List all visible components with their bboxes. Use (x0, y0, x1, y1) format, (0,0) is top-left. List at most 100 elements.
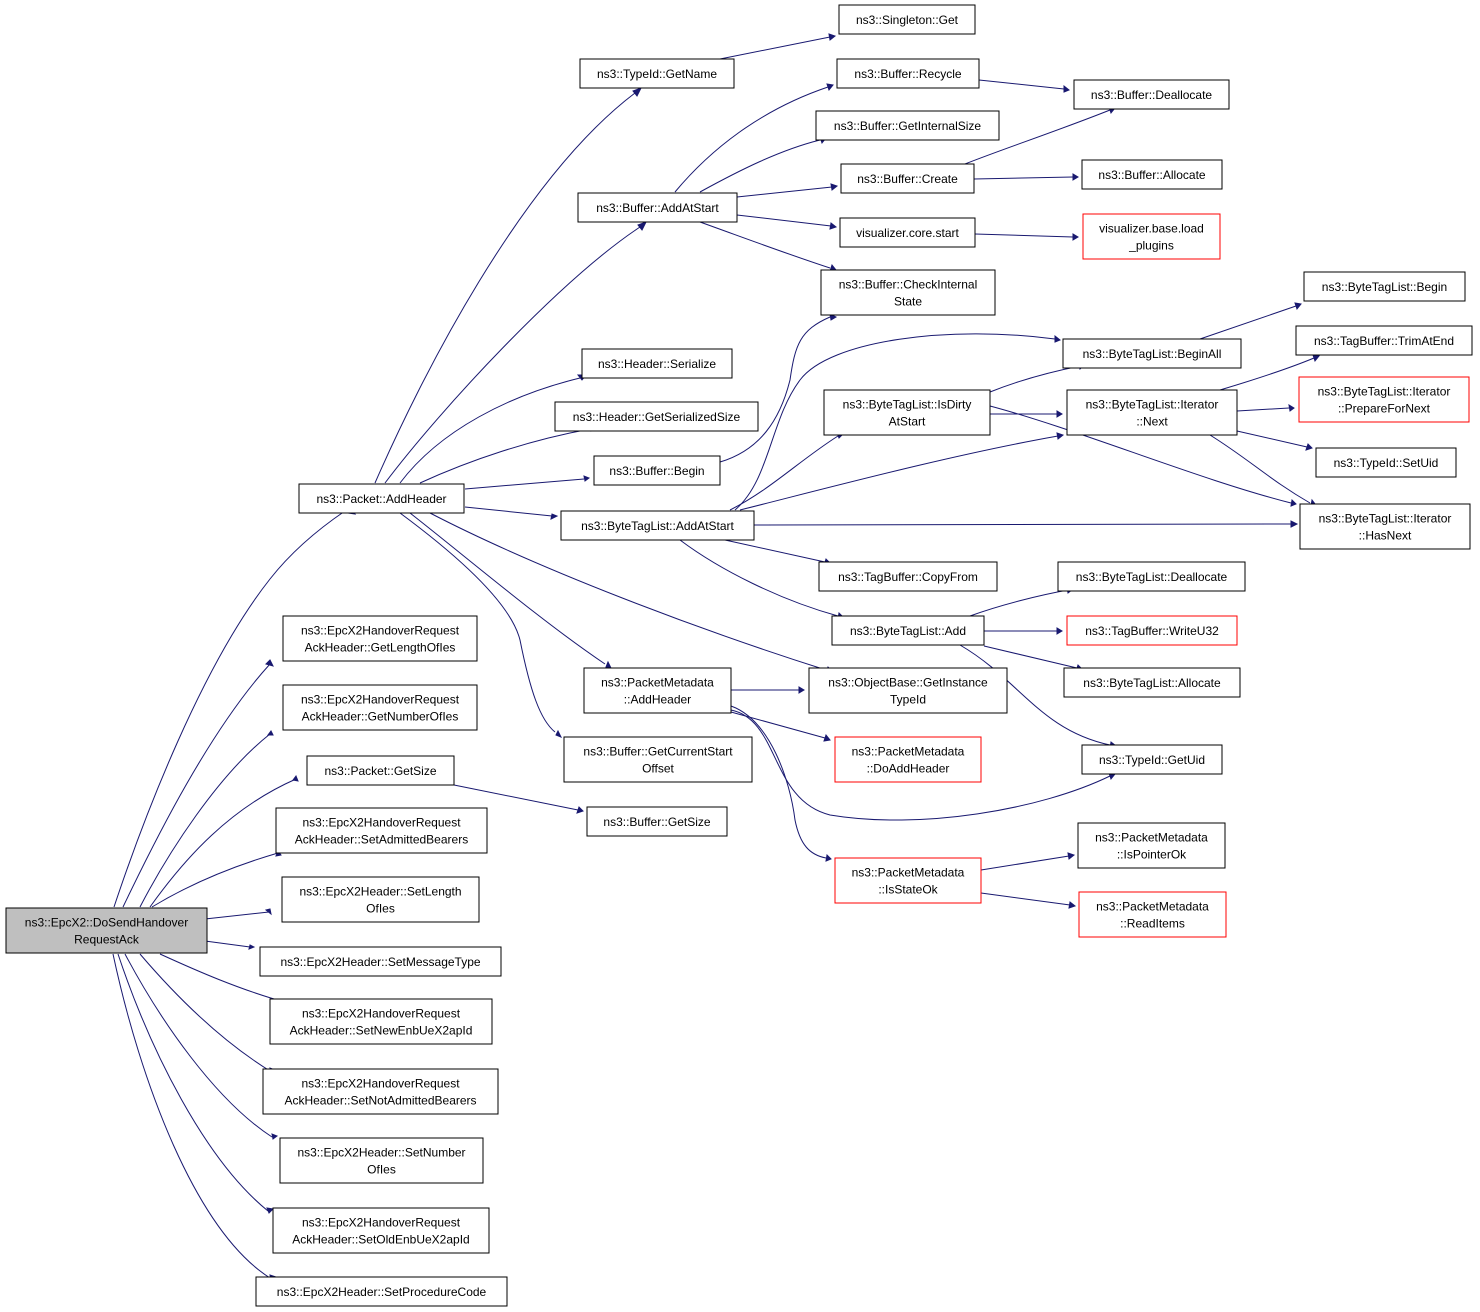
node-setnewenb[interactable]: ns3::EpcX2HandoverRequestAckHeader::SetN… (269, 998, 493, 1045)
node-box (279, 1137, 484, 1184)
node-pmreaditems[interactable]: ns3::PacketMetadata::ReadItems (1078, 891, 1227, 938)
edge-vizstart-to-vizload (974, 233, 1079, 241)
node-box (577, 192, 738, 223)
node-typeidgetuid[interactable]: ns3::TypeId::GetUid (1081, 744, 1223, 775)
edge-line (464, 506, 553, 517)
node-label: ::IsPointerOk (1117, 848, 1187, 862)
node-vizstart[interactable]: visualizer.core.start (839, 217, 976, 248)
node-label: ns3::ByteTagList::IsDirty (843, 398, 972, 412)
node-btlitprepare[interactable]: ns3::ByteTagList::Iterator::PrepareForNe… (1298, 376, 1470, 423)
node-box (1073, 79, 1230, 110)
node-pmaddheader[interactable]: ns3::PacketMetadata::AddHeader (583, 667, 732, 714)
node-getlenofies[interactable]: ns3::EpcX2HandoverRequestAckHeader::GetL… (282, 615, 478, 662)
edge-line (1219, 357, 1315, 391)
edge-line (384, 226, 641, 484)
node-label: ns3::ByteTagList::BeginAll (1083, 347, 1222, 361)
edge-bufbegin-to-bufcheckstate (719, 313, 838, 463)
edge-root-to-setnumofies (124, 953, 279, 1140)
node-tbtrimatend[interactable]: ns3::TagBuffer::TrimAtEnd (1295, 325, 1473, 356)
edge-btladd-to-btlallocate (983, 645, 1083, 672)
node-label: ns3::EpcX2HandoverRequest (301, 693, 460, 707)
edge-bufrecycle-to-bufdealloc (978, 79, 1070, 93)
edge-line (959, 644, 1111, 746)
edge-line (699, 221, 831, 269)
node-label: TypeId (890, 693, 926, 707)
edge-addheader-to-btladdatstart (464, 506, 559, 520)
node-setnotadmitted[interactable]: ns3::EpcX2HandoverRequestAckHeader::SetN… (262, 1068, 499, 1115)
edge-line (419, 428, 591, 484)
node-bufgetinternalsize[interactable]: ns3::Buffer::GetInternalSize (815, 110, 1000, 141)
node-label: ns3::ByteTagList::Begin (1322, 280, 1447, 294)
node-box (815, 110, 1000, 141)
node-singletonget[interactable]: ns3::Singleton::Get (838, 4, 976, 35)
node-tbwriteu32[interactable]: ns3::TagBuffer::WriteU32 (1066, 615, 1238, 646)
node-tbcopyfrom[interactable]: ns3::TagBuffer::CopyFrom (818, 561, 998, 592)
edge-addheader-to-typeidgetname (374, 87, 643, 484)
node-btladd[interactable]: ns3::ByteTagList::Add (831, 615, 985, 646)
node-typeidsetuid[interactable]: ns3::TypeId::SetUid (1315, 447, 1457, 478)
edge-line (973, 176, 1074, 180)
node-label: ::IsStateOk (878, 883, 938, 897)
node-label: AckHeader::GetLengthOfIes (305, 641, 456, 655)
node-bufallocate[interactable]: ns3::Buffer::Allocate (1081, 159, 1223, 190)
node-bufbegin[interactable]: ns3::Buffer::Begin (593, 455, 721, 486)
node-label: ns3::Buffer::Deallocate (1091, 88, 1213, 102)
node-getnumofies[interactable]: ns3::EpcX2HandoverRequestAckHeader::GetN… (282, 684, 478, 731)
node-bufcreate[interactable]: ns3::Buffer::Create (840, 163, 975, 194)
node-pmisstateok[interactable]: ns3::PacketMetadata::IsStateOk (834, 857, 982, 904)
node-btldealloc[interactable]: ns3::ByteTagList::Deallocate (1057, 561, 1246, 592)
edge-line (730, 709, 1111, 821)
node-label: Offset (642, 762, 674, 776)
node-label: RequestAck (74, 933, 140, 947)
node-btlithasnext[interactable]: ns3::ByteTagList::Iterator::HasNext (1299, 503, 1471, 550)
node-btlallocate[interactable]: ns3::ByteTagList::Allocate (1063, 667, 1241, 698)
node-label: ns3::Buffer::GetCurrentStart (583, 745, 733, 759)
node-hdrserialize[interactable]: ns3::Header::Serialize (581, 348, 733, 379)
node-pktgetsize[interactable]: ns3::Packet::GetSize (306, 755, 455, 786)
node-label: ns3::PacketMetadata (1096, 900, 1209, 914)
node-label: ns3::Buffer::Allocate (1098, 168, 1206, 182)
arrowhead-icon (605, 660, 612, 669)
node-setadmitted[interactable]: ns3::EpcX2HandoverRequestAckHeader::SetA… (275, 807, 488, 854)
node-typeidgetname[interactable]: ns3::TypeId::GetName (579, 58, 735, 89)
node-label: ns3::Packet::GetSize (324, 764, 436, 778)
node-box (579, 58, 735, 89)
node-setproccode[interactable]: ns3::EpcX2Header::SetProcedureCode (255, 1276, 508, 1307)
node-pmdoaddheader[interactable]: ns3::PacketMetadata::DoAddHeader (834, 736, 982, 783)
node-box (1057, 561, 1246, 592)
node-label: ns3::EpcX2HandoverRequest (301, 1077, 460, 1091)
node-bufdealloc[interactable]: ns3::Buffer::Deallocate (1073, 79, 1230, 110)
edge-addheader-to-bufgetcurstart (399, 512, 563, 738)
node-setmsgtype[interactable]: ns3::EpcX2Header::SetMessageType (259, 946, 502, 977)
edge-line (399, 512, 556, 733)
node-addheader[interactable]: ns3::Packet::AddHeader (298, 483, 465, 514)
edge-line (736, 214, 832, 227)
node-bufaddatstart[interactable]: ns3::Buffer::AddAtStart (577, 192, 738, 223)
node-label: ns3::EpcX2HandoverRequest (302, 816, 461, 830)
node-bufgetsize[interactable]: ns3::Buffer::GetSize (586, 806, 728, 837)
edge-line (978, 79, 1065, 90)
node-bufrecycle[interactable]: ns3::Buffer::Recycle (836, 58, 980, 89)
node-hdrgetsersize[interactable]: ns3::Header::GetSerializedSize (554, 401, 759, 432)
node-label: ns3::Buffer::GetInternalSize (834, 119, 982, 133)
edge-btladd-to-tbwriteu32 (984, 627, 1063, 635)
node-btladdatstart[interactable]: ns3::ByteTagList::AddAtStart (560, 510, 755, 541)
node-btlitnext[interactable]: ns3::ByteTagList::Iterator::Next (1066, 389, 1238, 436)
edge-line (464, 478, 585, 490)
edge-line (719, 36, 831, 60)
node-setoldenb[interactable]: ns3::EpcX2HandoverRequestAckHeader::SetO… (272, 1207, 490, 1254)
arrowhead-icon (264, 908, 272, 916)
node-label: ns3::Packet::AddHeader (316, 492, 446, 506)
edge-pmisstateok-to-pmispointerok (980, 852, 1076, 871)
node-btlbegin[interactable]: ns3::ByteTagList::Begin (1303, 271, 1466, 302)
node-vizload[interactable]: visualizer.base.load_plugins (1082, 213, 1221, 260)
node-btlbeginall[interactable]: ns3::ByteTagList::BeginAll (1062, 338, 1242, 369)
node-pmispointerok[interactable]: ns3::PacketMetadata::IsPointerOk (1077, 822, 1226, 869)
